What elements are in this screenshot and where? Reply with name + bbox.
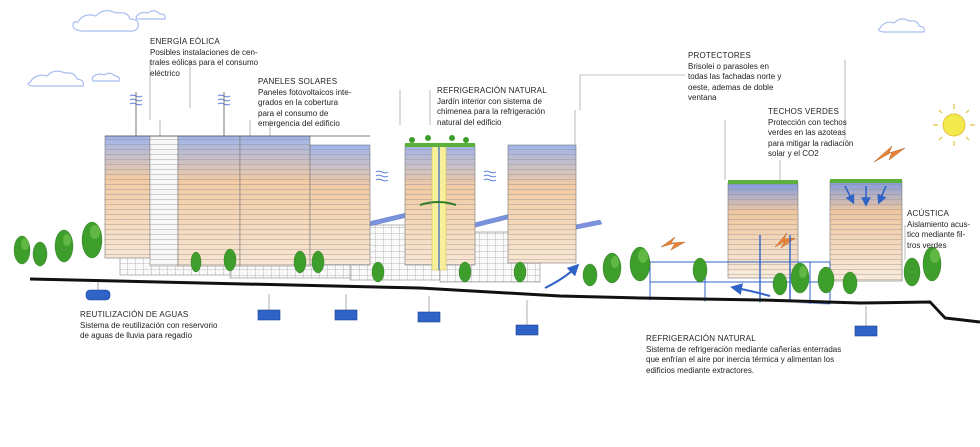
label-techos-verdes: TECHOS VERDES Protección con techos verd… [768,107,888,160]
label-title: PROTECTORES [688,51,751,60]
tree-icon [13,221,942,296]
label-energia-eolica: ENERGÍA EÓLICA Posibles instalaciones de… [150,37,290,79]
label-paneles-solares: PANELES SOLARES Paneles fotovoltaicos in… [258,77,388,130]
label-protectores: PROTECTORES Brisolei o parasoles en toda… [688,51,818,104]
label-text: Brisolei o parasoles en todas las fachad… [688,61,782,103]
label-acustica: ACÚSTICA Aislamiento acus- tico mediante… [907,209,979,251]
tower-east-2 [829,179,903,282]
label-reutilizacion-aguas: REUTILIZACIÓN DE AGUAS Sistema de reutil… [80,310,260,342]
tower-right-of-center [507,144,577,264]
label-text: Aislamiento acus- tico mediante fil- tro… [907,219,971,250]
water-tank-icon [85,282,111,301]
label-refrigeracion-natural-top: REFRIGERACIÓN NATURAL Jardín interior co… [437,86,582,128]
label-text: Paneles fotovoltaicos inte- grados en la… [258,87,352,129]
wind-turbine-icon [217,92,231,136]
label-title: REFRIGERACIÓN NATURAL [646,334,756,343]
label-text: Sistema de refrigeración mediante cañerí… [646,344,842,375]
wind-turbine-icon [483,170,497,182]
wind-turbine-icon [375,170,389,182]
label-title: TECHOS VERDES [768,107,840,116]
heat-arrows [660,145,906,251]
label-text: Protección con techos verdes en las azot… [768,117,854,159]
cloud-icon [27,70,121,87]
label-title: REUTILIZACIÓN DE AGUAS [80,310,189,319]
label-title: ENERGÍA EÓLICA [150,37,220,46]
sun-icon [933,104,975,146]
label-title: ACÚSTICA [907,209,950,218]
ground-line [29,277,980,324]
label-title: REFRIGERACIÓN NATURAL [437,86,547,95]
label-title: PANELES SOLARES [258,77,338,86]
cloud-icon [878,18,926,33]
tower-east-1 [727,180,799,279]
wind-turbine-icon [129,92,143,136]
tower-center-chimney [404,135,476,271]
tower-group-left [104,135,371,267]
label-refrigeracion-natural-bottom: REFRIGERACIÓN NATURAL Sistema de refrige… [646,334,876,376]
label-text: Sistema de reutilización con reservorio … [80,320,218,341]
label-text: Posibles instalaciones de cen- trales eó… [150,47,259,78]
label-text: Jardín interior con sistema de chimenea … [437,96,546,127]
cloud-icon [72,10,166,32]
